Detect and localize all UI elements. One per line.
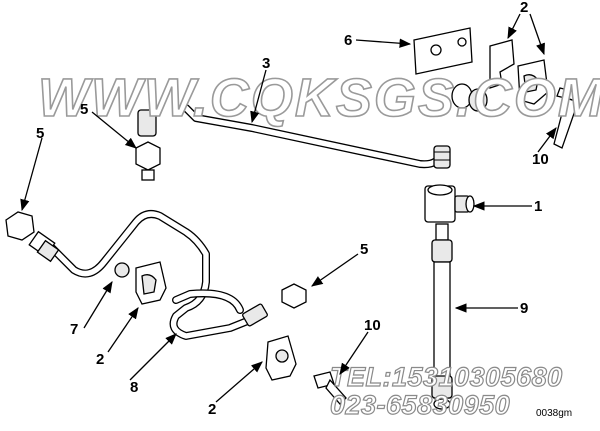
callout-5-top: 5: [80, 101, 88, 118]
watermark-tel: TEL:15310305680: [330, 362, 563, 392]
callout-arrows: [20, 13, 557, 403]
tee-fitting: [424, 184, 475, 223]
drawing-code: 0038gm: [536, 408, 572, 419]
watermark-alt-phone: 023-65830950: [330, 390, 510, 420]
callout-8: 8: [130, 379, 138, 396]
tube-lower: [48, 210, 254, 340]
union-nut-top-left: [135, 109, 161, 181]
washer-and-nut: [451, 83, 488, 112]
sensor-left: [5, 211, 60, 263]
small-nut: [114, 262, 130, 278]
callout-10-upper: 10: [532, 151, 549, 168]
callout-3: 3: [262, 55, 270, 72]
callout-7: 7: [70, 321, 78, 338]
callout-10-lower: 10: [364, 317, 381, 334]
callout-5-left: 5: [36, 125, 44, 142]
bolt-upper: [553, 87, 579, 149]
callout-2-lower-center: 2: [208, 401, 216, 418]
callout-2-upper-right: 2: [520, 0, 528, 16]
callout-1: 1: [534, 198, 542, 215]
clamp-lower-center: [265, 335, 297, 381]
flexible-hose: [431, 223, 453, 410]
callout-9: 9: [520, 300, 528, 317]
callout-5-middle: 5: [360, 241, 368, 258]
upper-union-nut: [433, 145, 451, 169]
mounting-plate: [413, 27, 473, 75]
union-nut-middle: [242, 283, 307, 327]
clamp-upper-right: [489, 39, 549, 105]
tube-lower-branch: [172, 289, 244, 314]
watermark-site: WWW.CQKSGS.COM: [38, 68, 600, 128]
callout-2-lower-left: 2: [96, 351, 104, 368]
callout-6: 6: [344, 32, 352, 49]
clamp-lower-left: [135, 261, 167, 305]
bolt-lower: [313, 371, 347, 405]
